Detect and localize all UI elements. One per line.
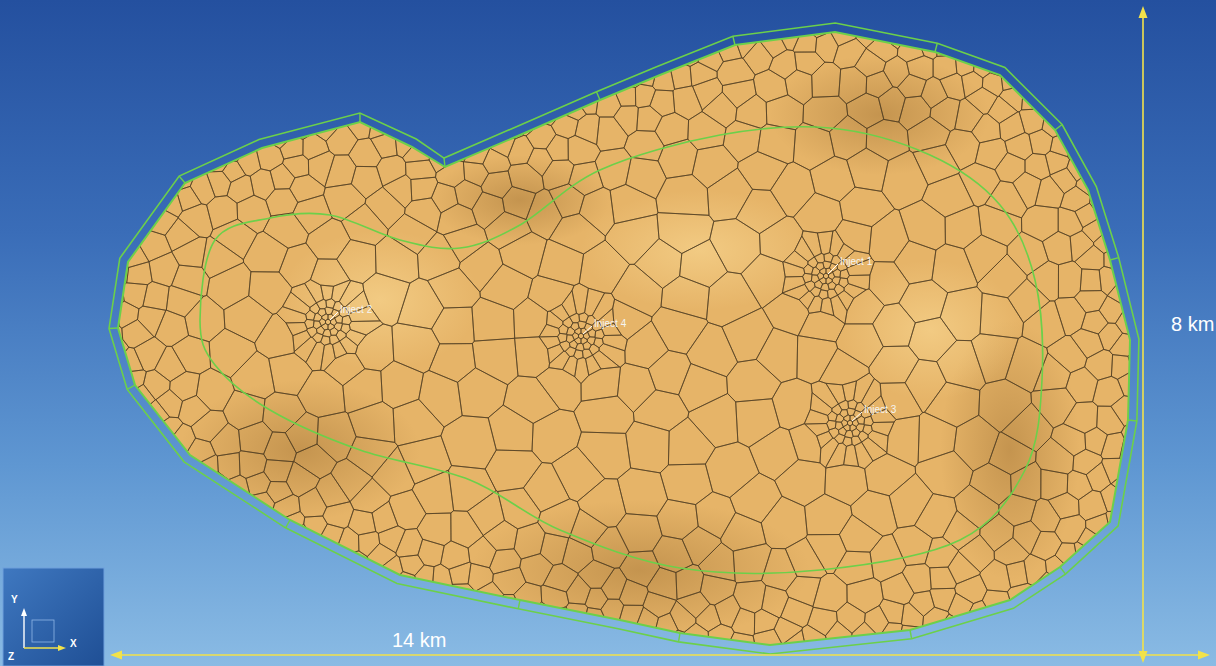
mesh-cells [50,0,1199,666]
boundary-tick [127,385,135,389]
axis-label: X [70,638,77,649]
shade-patch [840,260,1020,400]
well-label: Inject 1 [840,256,872,267]
dimension-label: 14 km [392,629,446,651]
reservoir-fill [118,32,1130,645]
reservoir-body [50,0,1199,666]
boundary-tick [443,158,445,167]
boundary-tick [1055,125,1062,130]
axis-label: Y [11,594,18,605]
boundary-tick [1128,419,1137,421]
axis-triad [3,568,104,666]
inner-boundary [118,32,1130,645]
boundary-tick [518,600,520,609]
well-label: Inject 3 [864,404,896,415]
boundary-tick [1060,567,1066,574]
boundary-tick [286,520,290,528]
leader-line [852,412,862,421]
inner-contour [200,127,1043,574]
boundary-tick [596,92,600,100]
boundary-tick [109,327,118,329]
boundary-tick [935,43,937,52]
axis-label: Z [8,651,14,662]
boundary-tick [1110,258,1119,260]
leader-line [330,312,338,320]
boundary-tick [179,176,185,183]
well-label: Inject 2 [340,304,372,315]
voronoi-mesh [50,0,1199,666]
leader-line [828,264,838,274]
boundary-tick [910,630,912,639]
boundary-outline [109,23,1139,654]
well-label: Inject 4 [594,318,626,329]
leader-line [583,326,592,334]
boundary-tick [679,633,680,642]
boundary-tick [359,113,360,122]
shade-patch [280,230,480,370]
dimension-label: 8 km [1171,313,1214,335]
dimension-arrows [110,6,1210,663]
boundary-tick [733,36,735,45]
outer-boundary [109,23,1139,654]
leader-lines [330,264,862,421]
